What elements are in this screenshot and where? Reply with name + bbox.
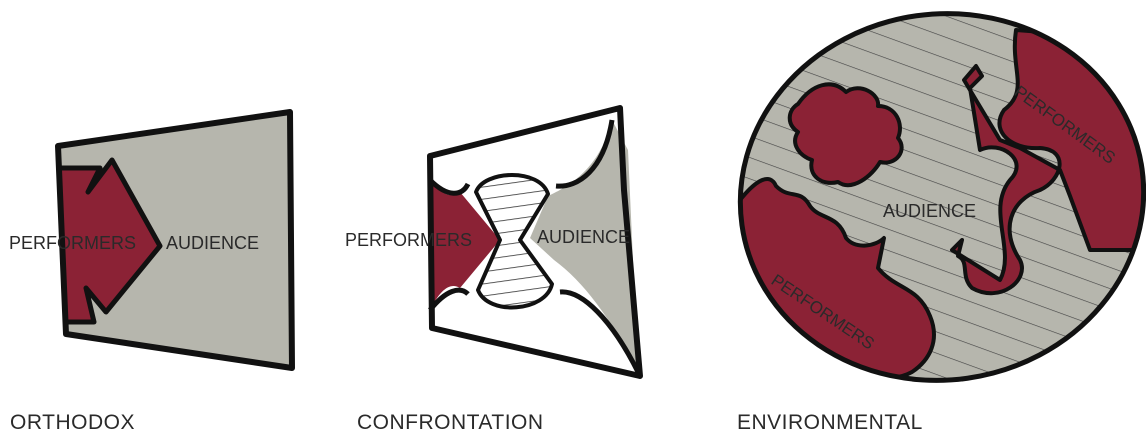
confrontation-audience-area — [530, 120, 638, 372]
environmental-caption: ENVIRONMENTAL — [737, 411, 923, 434]
environmental-frame — [737, 11, 1146, 383]
orthodox-performers-label: PERFORMERS — [9, 233, 136, 253]
orthodox-frame — [55, 109, 295, 371]
confrontation-performers-area — [430, 180, 500, 310]
confrontation-audience-label: AUDIENCE — [537, 227, 630, 247]
confrontation-inner-curves — [428, 119, 641, 374]
confrontation-performers-label: PERFORMERS — [345, 230, 472, 250]
confrontation-diagram: PERFORMERS AUDIENCE — [345, 105, 643, 379]
environmental-audience-label: AUDIENCE — [883, 201, 976, 221]
orthodox-audience-label: AUDIENCE — [166, 233, 259, 253]
environmental-diagram: PERFORMERS AUDIENCE PERFORMERS — [734, 11, 1146, 383]
environmental-performers-blob-top — [787, 82, 904, 188]
orthodox-performers-arrow — [58, 157, 163, 325]
orthodox-caption: ORTHODOX — [10, 411, 135, 434]
orthodox-diagram: PERFORMERS AUDIENCE — [9, 109, 295, 371]
confrontation-caption: CONFRONTATION — [357, 411, 544, 434]
confrontation-center-hourglass — [474, 173, 554, 310]
environmental-performers-right — [950, 28, 1146, 296]
confrontation-frame — [427, 105, 643, 379]
